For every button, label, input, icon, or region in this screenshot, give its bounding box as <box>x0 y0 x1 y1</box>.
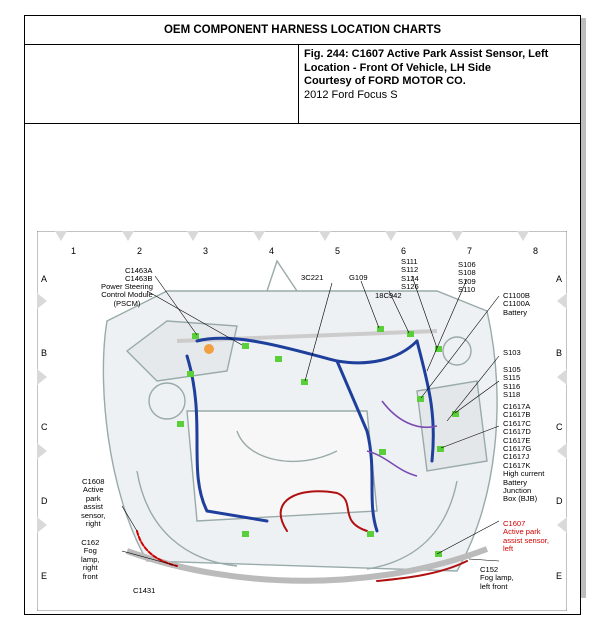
harness-diagram: 1 2 3 4 5 6 7 8 A B C D E A B C D E C146… <box>37 231 567 631</box>
grid-col-5: 5 <box>335 246 341 256</box>
grid-row-c-right: C <box>556 422 563 432</box>
grid-row-d-right: D <box>556 496 563 506</box>
page-shadow <box>581 18 586 598</box>
harness-drawing <box>37 231 567 611</box>
grid-row-a-left: A <box>41 274 48 284</box>
grid-row-d-left: D <box>41 496 48 506</box>
grid-col-3: 3 <box>203 246 209 256</box>
figure-vehicle: 2012 Ford Focus S <box>304 88 398 101</box>
grid-row-c-left: C <box>41 422 48 432</box>
grid-col-7: 7 <box>467 246 473 256</box>
figure-title-line1: Fig. 244: C1607 Active Park Assist Senso… <box>304 48 549 60</box>
label-s103: S103 <box>503 348 521 357</box>
grid-row-e-left: E <box>41 571 48 581</box>
page-title: OEM COMPONENT HARNESS LOCATION CHARTS <box>25 16 580 45</box>
label-3c221: 3C221 <box>301 273 324 282</box>
grid-col-2: 2 <box>137 246 143 256</box>
figure-caption: Fig. 244: C1607 Active Park Assist Senso… <box>304 48 548 102</box>
grid-col-1: 1 <box>71 246 77 256</box>
figure-title-line2: Location - Front Of Vehicle, LH Side <box>304 61 492 74</box>
label-18c942: 18C942 <box>375 291 402 300</box>
label-g109: G109 <box>349 273 368 282</box>
figure-courtesy: Courtesy of FORD MOTOR CO. <box>304 75 466 87</box>
info-blank-cell <box>25 44 299 123</box>
grid-row-b-left: B <box>41 348 48 358</box>
figure-info: Fig. 244: C1607 Active Park Assist Senso… <box>25 44 580 124</box>
grid-row-e-right: E <box>556 571 563 581</box>
grid-row-a-right: A <box>556 274 563 284</box>
grid-col-4: 4 <box>269 246 275 256</box>
chart-frame: OEM COMPONENT HARNESS LOCATION CHARTS Fi… <box>24 15 581 615</box>
grid-col-8: 8 <box>533 246 539 256</box>
label-c1431: C1431 <box>133 586 156 595</box>
grid-col-6: 6 <box>401 246 407 256</box>
grid-row-b-right: B <box>556 348 563 358</box>
